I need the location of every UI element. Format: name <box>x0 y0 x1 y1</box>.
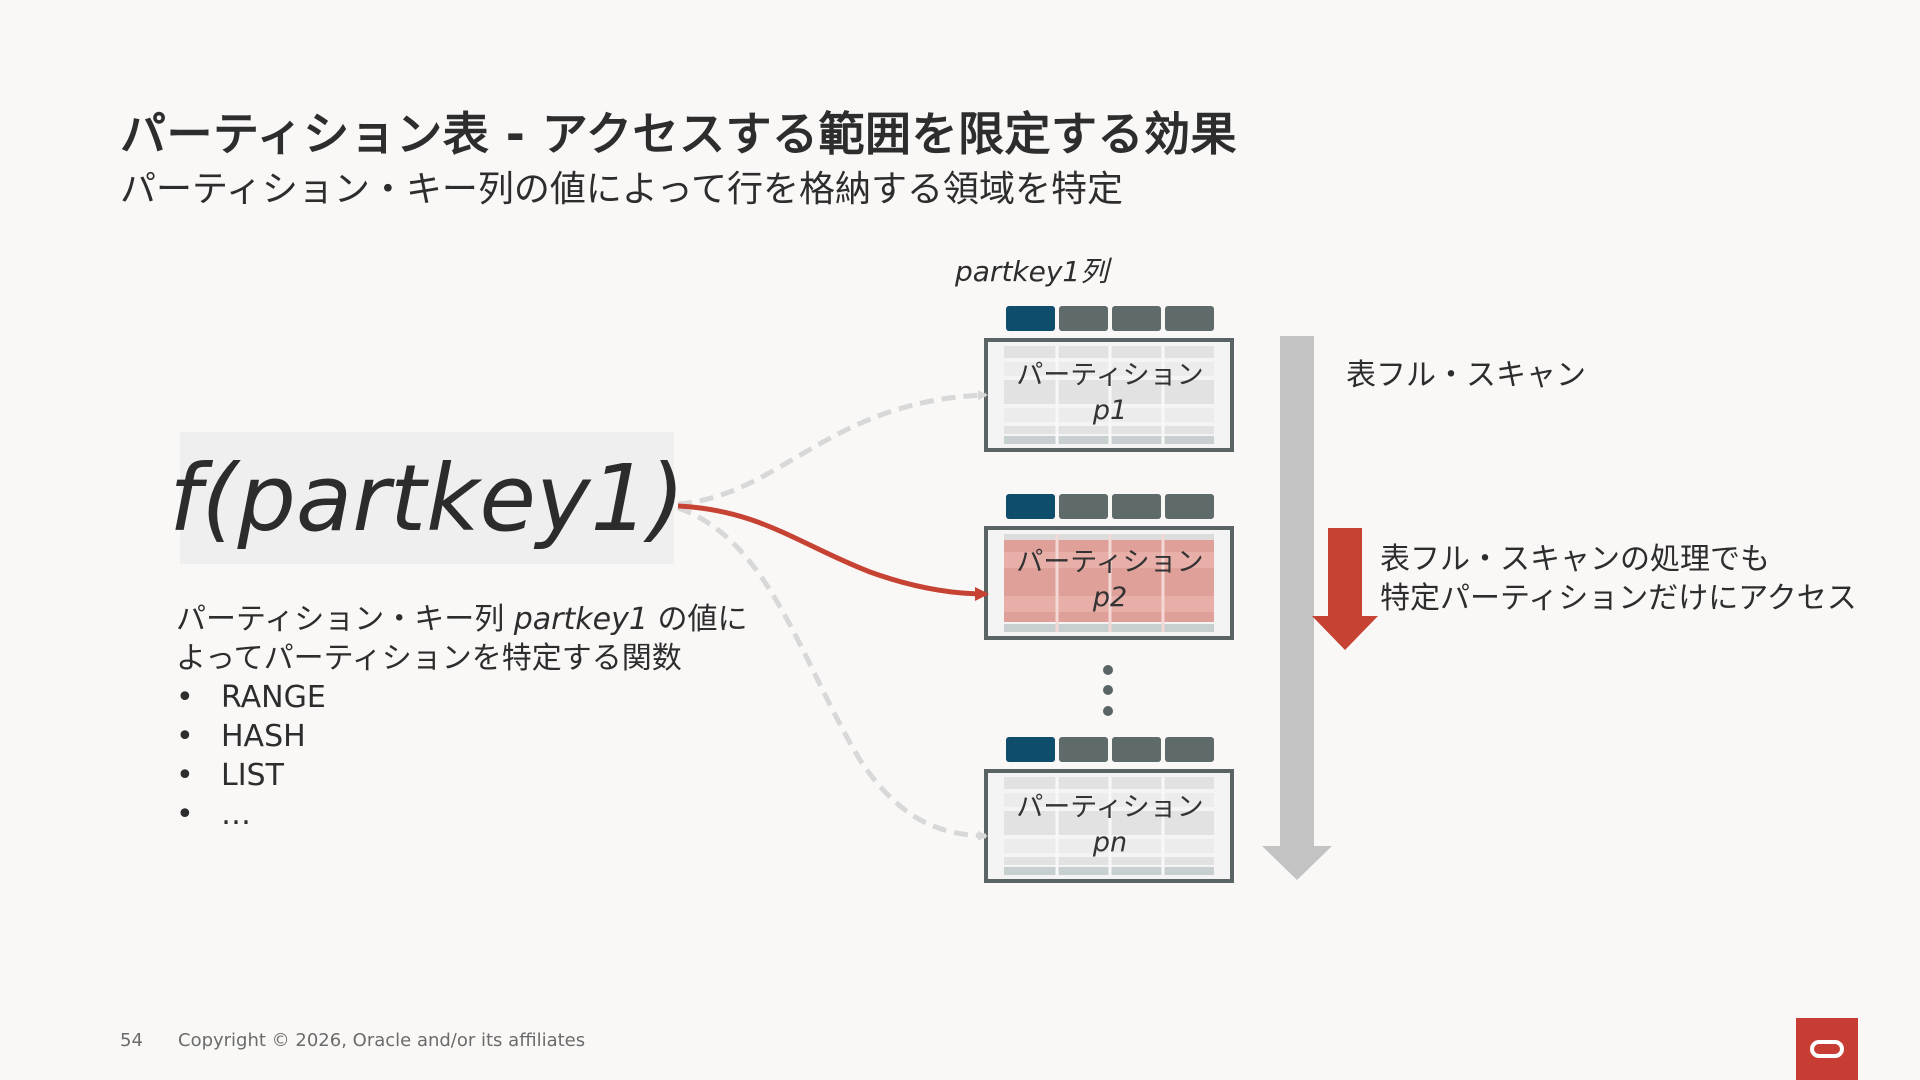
partition-name: p1 <box>1092 395 1128 426</box>
partition-access-line-2: 特定パーティションだけにアクセス <box>1380 581 1857 616</box>
partition-label-pn: パーティション pn <box>990 790 1230 860</box>
key-column-header <box>1006 494 1055 519</box>
slide-subtitle: パーティション・キー列の値によって行を格納する領域を特定 <box>120 169 1123 210</box>
description-line-1-post: の値に <box>647 602 748 637</box>
partition-name: p2 <box>1092 582 1128 613</box>
partition-label-p2: パーティション p2 <box>990 545 1230 615</box>
mapping-arrow-p1 <box>677 390 988 507</box>
partition-rows <box>1004 346 1214 444</box>
column-header <box>1112 494 1161 519</box>
description-line-1-pre: パーティション・キー列 <box>176 602 514 637</box>
column-header <box>1112 737 1161 762</box>
partition-pn <box>984 737 1234 883</box>
partition-access-line-1: 表フル・スキャンの処理でも <box>1380 542 1770 577</box>
function-description: パーティション・キー列 partkey1 の値に よってパーティションを特定する… <box>176 600 748 834</box>
partition-name: pn <box>1092 827 1128 858</box>
page-number: 54 <box>120 1030 143 1051</box>
key-column-header <box>1006 306 1055 331</box>
column-header <box>1165 494 1214 519</box>
partition-method-item: … <box>176 795 748 834</box>
column-header <box>1059 306 1108 331</box>
partition-p1 <box>984 306 1234 452</box>
partition-rows-highlighted <box>1004 534 1214 632</box>
full-scan-arrow <box>1262 336 1332 880</box>
partition-function-expression: f(partkey1) <box>169 444 685 552</box>
description-line-1: パーティション・キー列 partkey1 の値に <box>176 600 748 639</box>
column-header <box>1165 306 1214 331</box>
partition-method-item: LIST <box>176 756 748 795</box>
column-header <box>1059 494 1108 519</box>
oracle-logo-icon <box>1810 1040 1844 1058</box>
partition-rows <box>1004 777 1214 875</box>
partition-label-p1: パーティション p1 <box>990 358 1230 428</box>
oracle-logo <box>1796 1018 1858 1080</box>
slide-title: パーティション表 - アクセスする範囲を限定する効果 <box>120 107 1238 161</box>
key-column-header <box>1006 737 1055 762</box>
column-header <box>1165 737 1214 762</box>
partition-caption: パーティション <box>1016 547 1204 578</box>
column-header <box>1112 306 1161 331</box>
copyright-notice: Copyright © 2026, Oracle and/or its affi… <box>178 1030 586 1051</box>
partition-method-item: RANGE <box>176 678 748 717</box>
partition-access-arrow <box>1312 528 1378 650</box>
mapping-arrow-p2 <box>677 503 989 601</box>
column-header <box>1059 737 1108 762</box>
partition-p2 <box>984 494 1234 640</box>
mapping-arrow-pn <box>677 505 988 841</box>
partition-key-column-label: partkey1列 <box>955 255 1109 288</box>
partition-access-label: 表フル・スキャンの処理でも 特定パーティションだけにアクセス <box>1380 540 1857 618</box>
partition-function-box: f(partkey1) <box>169 432 685 564</box>
partition-caption: パーティション <box>1016 360 1204 391</box>
more-partitions-ellipsis <box>1103 665 1113 716</box>
partition-method-item: HASH <box>176 717 748 756</box>
partition-method-list: RANGE HASH LIST … <box>176 678 748 834</box>
description-partition-key: partkey1 <box>513 602 648 637</box>
full-scan-label: 表フル・スキャン <box>1346 358 1586 393</box>
description-line-2: よってパーティションを特定する関数 <box>176 641 682 676</box>
partition-caption: パーティション <box>1016 792 1204 823</box>
